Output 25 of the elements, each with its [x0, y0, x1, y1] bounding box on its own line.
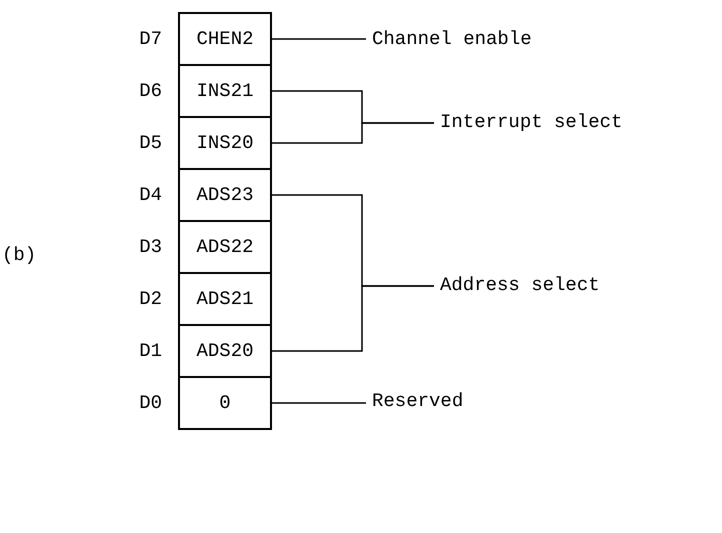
field-description: Interrupt select — [440, 111, 622, 133]
bit-number: D7 — [139, 28, 162, 50]
bit-name: CHEN2 — [196, 28, 254, 50]
field-description: Address select — [440, 274, 600, 296]
bit-name: INS21 — [196, 80, 254, 102]
connector-line — [272, 38, 366, 40]
field-description: Reserved — [372, 390, 464, 412]
bit-number: D1 — [139, 340, 162, 362]
bit-name: ADS23 — [196, 184, 254, 206]
bit-name: INS20 — [196, 132, 254, 154]
bit-name: ADS20 — [196, 340, 254, 362]
figure-label: (b) — [2, 244, 36, 266]
connector-line — [272, 122, 434, 144]
bit-number: D6 — [139, 80, 162, 102]
connector-line — [272, 402, 366, 404]
bit-number: D2 — [139, 288, 162, 310]
bit-name: 0 — [219, 392, 231, 414]
bit-number: D5 — [139, 132, 162, 154]
bit-number: D3 — [139, 236, 162, 258]
bit-number: D4 — [139, 184, 162, 206]
bit-number: D0 — [139, 392, 162, 414]
bit-name: ADS22 — [196, 236, 254, 258]
bit-name: ADS21 — [196, 288, 254, 310]
field-description: Channel enable — [372, 28, 532, 50]
connector-line — [272, 285, 434, 352]
